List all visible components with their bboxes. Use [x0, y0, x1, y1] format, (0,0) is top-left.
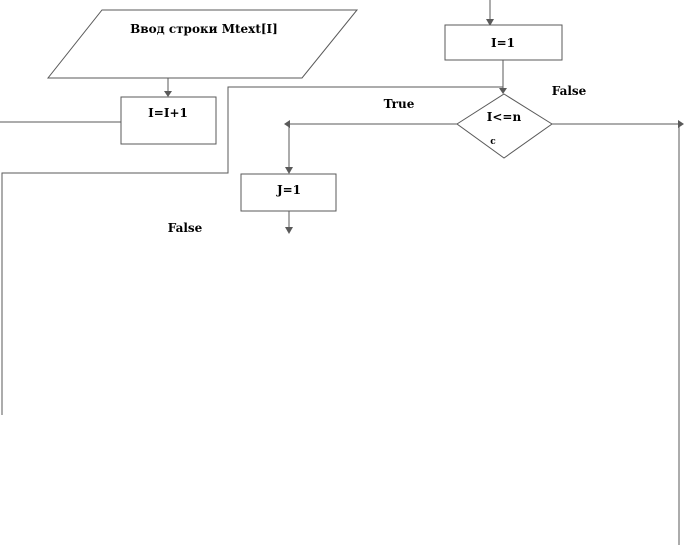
merge-arrowhead: [499, 88, 507, 94]
loop-back-line: [1, 86, 503, 415]
false-branch-line: [552, 123, 680, 545]
condition-subtext: c: [490, 137, 496, 147]
entry-arrowhead: [486, 19, 494, 26]
init-i-rect: [444, 24, 563, 61]
false-branch-arrowhead: [678, 120, 684, 128]
init-j-box: J=1: [240, 173, 337, 212]
condition-diamond: I<=n c: [456, 93, 553, 159]
init-j-text: J=1: [276, 183, 301, 197]
true-branch-line: [288, 123, 457, 168]
false-label-left: False: [168, 221, 203, 235]
j-arrowhead: [285, 167, 293, 174]
increment-rect: [120, 96, 217, 145]
j-down-arrowhead: [285, 227, 293, 234]
input-arrowhead: [164, 91, 172, 97]
io-text: Ввод строки Mtext[I]: [130, 22, 278, 36]
input-parallelogram: Ввод строки Mtext[I]: [46, 9, 359, 79]
init-i-box: I=1: [444, 24, 563, 61]
diamond-shape: [456, 93, 553, 159]
init-j-rect: [240, 173, 337, 212]
false-label-right: False: [552, 84, 587, 98]
true-label: True: [384, 97, 415, 111]
increment-box: I=I+1: [120, 96, 217, 145]
io-shape: [46, 9, 359, 79]
true-branch-arrowhead: [284, 120, 290, 128]
init-i-text: I=1: [491, 36, 515, 50]
condition-text: I<=n: [487, 110, 522, 124]
increment-text: I=I+1: [148, 106, 188, 120]
